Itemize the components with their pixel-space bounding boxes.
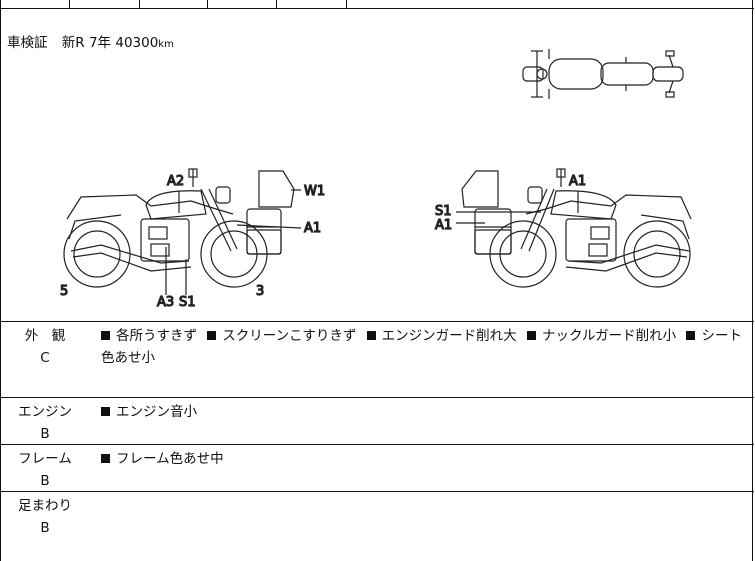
engine-remarks: エンジン音小 <box>101 401 746 423</box>
frame-remarks: フレーム色あせ中 <box>101 448 746 470</box>
motorcycle-diagrams: A2 W1 A1 A3 S1 5 3 <box>59 49 692 311</box>
label-s1-right: S1 <box>435 204 452 219</box>
left-side-motorcycle <box>63 168 302 295</box>
registration-status: 新R 7年 40300 <box>61 35 159 51</box>
suspension-grade: B <box>40 520 50 536</box>
remark-item: エンジン音小 <box>101 404 197 420</box>
remark-item: フレーム色あせ中 <box>101 451 224 467</box>
label-a3: A3 <box>157 295 174 310</box>
bullet-square-icon <box>526 331 536 340</box>
exterior-grade: C <box>40 350 50 366</box>
registration-line: 車検証 新R 7年 40300km <box>7 31 184 51</box>
remark-item: シート色あせ小 <box>101 328 742 366</box>
label-a1-left: A1 <box>304 221 321 236</box>
frame-grade: B <box>40 473 50 489</box>
bullet-square-icon <box>101 454 110 463</box>
shaken-label: 車検証 <box>7 35 48 51</box>
suspension-title: 足まわり <box>18 498 72 514</box>
frame-label: フレーム B <box>1 448 89 492</box>
engine-grade: B <box>40 426 50 442</box>
label-a1-right-top: A1 <box>569 174 586 189</box>
condition-row-engine: エンジン B エンジン音小 <box>1 398 754 445</box>
label-s1-left: S1 <box>179 295 196 310</box>
damage-diagram-panel: 車検証 新R 7年 40300km <box>1 9 754 322</box>
label-a1-right-bottom: A1 <box>435 218 452 233</box>
condition-row-exterior: 外 観 C 各所うすきず スクリーンこすりきず エンジンガード削れ大 ナックルガ… <box>1 322 754 398</box>
exterior-remarks: 各所うすきず スクリーンこすりきず エンジンガード削れ大 ナックルガード削れ小 … <box>101 325 746 369</box>
engine-label: エンジン B <box>1 401 89 445</box>
label-3: 3 <box>256 284 264 299</box>
remark-item: スクリーンこすりきず <box>207 328 356 344</box>
bullet-square-icon <box>101 407 110 416</box>
bullet-square-icon <box>207 331 217 340</box>
bullet-square-icon <box>101 331 110 340</box>
label-a2: A2 <box>167 174 184 189</box>
exterior-title: 外 観 <box>24 328 66 344</box>
remark-item: エンジンガード削れ大 <box>366 328 517 344</box>
suspension-label: 足まわり B <box>1 495 89 539</box>
label-5: 5 <box>60 284 68 299</box>
label-w1: W1 <box>304 184 325 199</box>
engine-title: エンジン <box>18 404 72 420</box>
top-view-motorcycle <box>522 49 684 99</box>
remark-item: 各所うすきず <box>101 328 197 344</box>
bullet-square-icon <box>366 331 376 340</box>
bullet-square-icon <box>686 331 696 340</box>
remark-item: ナックルガード削れ小 <box>526 328 676 344</box>
right-side-motorcycle <box>456 168 692 288</box>
frame-title: フレーム <box>18 451 72 467</box>
top-table-strip <box>1 0 754 9</box>
condition-row-frame: フレーム B フレーム色あせ中 <box>1 445 754 492</box>
mileage-unit: km <box>158 39 174 50</box>
condition-row-suspension: 足まわり B <box>1 492 754 561</box>
exterior-label: 外 観 C <box>1 325 89 369</box>
